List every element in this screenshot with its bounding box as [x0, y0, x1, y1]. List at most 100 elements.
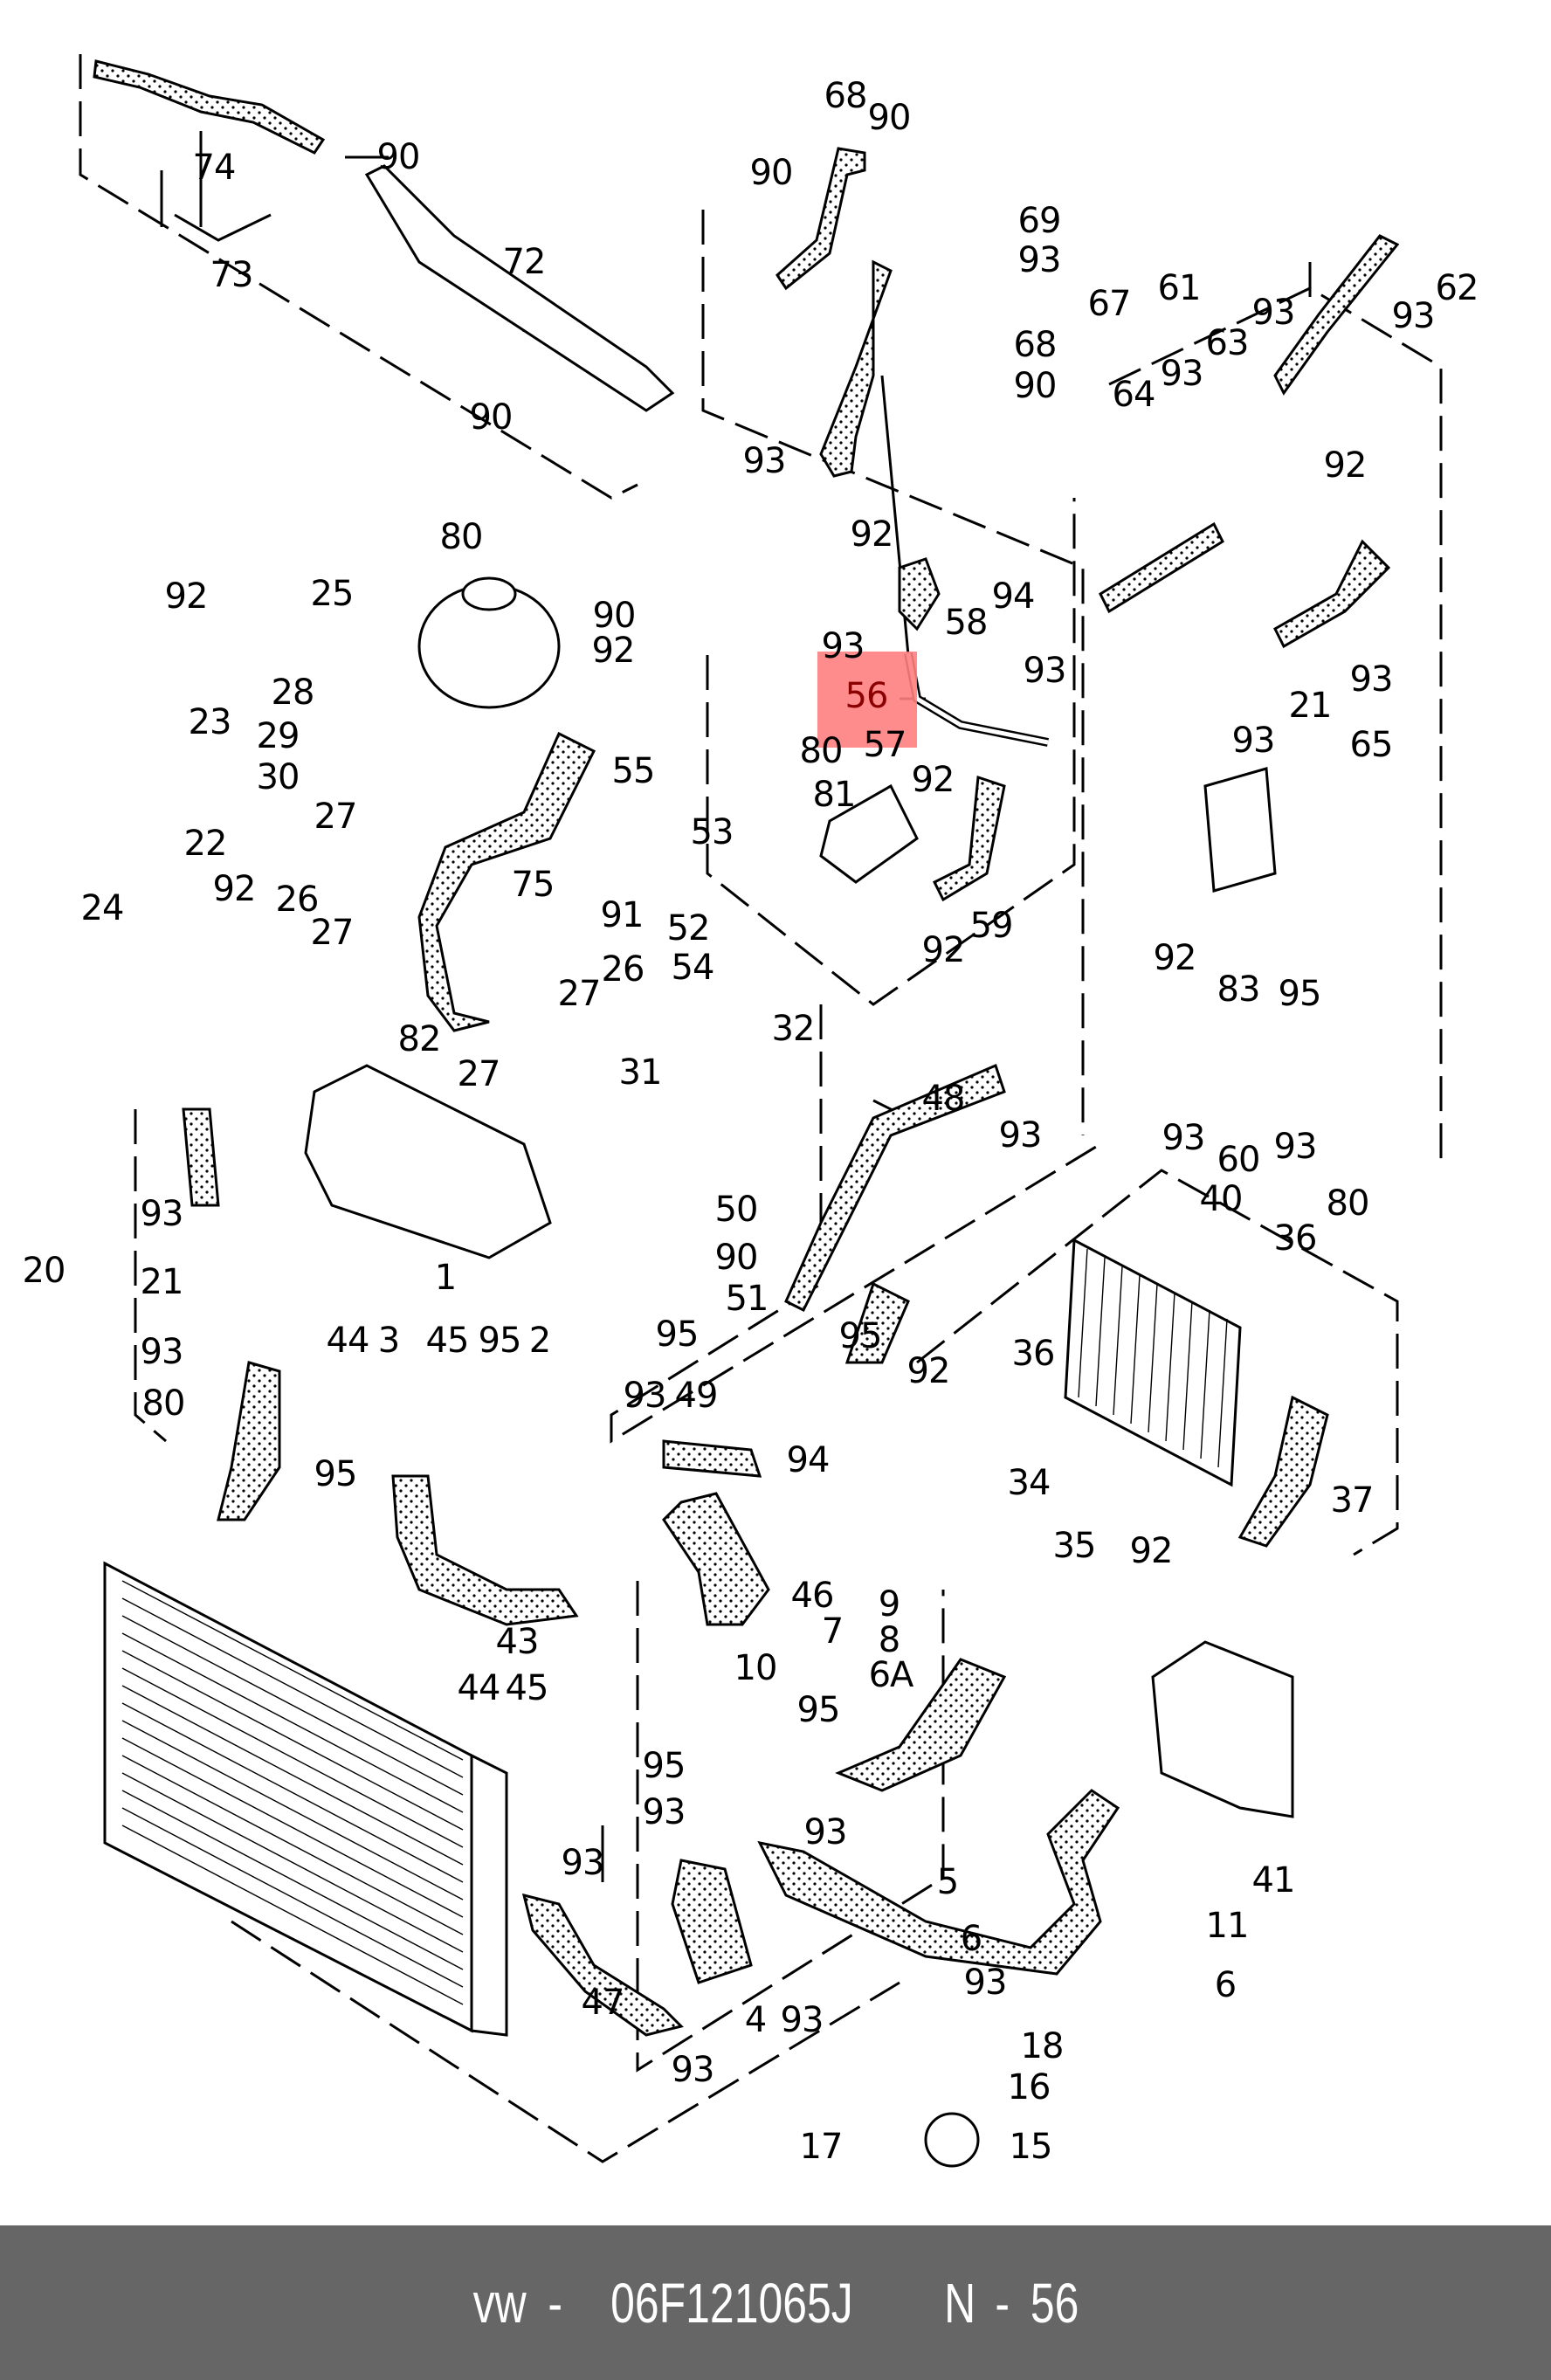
hose-58: [898, 557, 941, 631]
hose-47: [521, 1893, 684, 2037]
callout-83: 83: [1217, 969, 1261, 1010]
callout-93: 93: [1231, 721, 1276, 761]
callout-1: 1: [434, 1258, 457, 1298]
callout-15: 15: [1009, 2127, 1053, 2167]
callout-45: 45: [505, 1668, 549, 1708]
callout-93: 93: [1017, 240, 1062, 280]
callout-95: 95: [314, 1454, 358, 1494]
callout-95: 95: [642, 1746, 686, 1786]
callout-41: 41: [1251, 1860, 1296, 1901]
callout-56-highlighted: 56: [844, 676, 889, 716]
callout-93: 93: [140, 1194, 184, 1234]
hose-68: [776, 147, 866, 291]
callout-93: 93: [998, 1115, 1043, 1156]
callout-90: 90: [749, 153, 794, 193]
callout-93: 93: [780, 2000, 824, 2040]
callout-67: 67: [1087, 284, 1132, 324]
group-outline-20: [134, 1109, 167, 1443]
callout-93: 93: [561, 1843, 605, 1883]
callout-65: 65: [1349, 725, 1394, 765]
callout-62: 62: [1435, 268, 1479, 308]
hose-49: [662, 1439, 762, 1478]
callout-61: 61: [1157, 268, 1202, 308]
callout-91: 91: [600, 895, 645, 935]
hose-67: [819, 259, 893, 478]
callout-93: 93: [140, 1332, 184, 1372]
callout-92: 92: [850, 514, 894, 555]
group-outline-61: [1108, 286, 1443, 1162]
callout-6A: 6A: [868, 1655, 914, 1695]
callout-16: 16: [1007, 2067, 1051, 2108]
callout-36: 36: [1273, 1218, 1318, 1259]
callout-93: 93: [623, 1376, 667, 1416]
group-outline-radiator: [231, 1920, 900, 2163]
exploded-parts-diagram: 90 74 73 72 90 68 90 90 69 93 67 68 90 9…: [22, 54, 1479, 2168]
part-number: 06F121065J: [610, 2271, 854, 2335]
callout-23: 23: [188, 702, 232, 742]
callout-25: 25: [310, 574, 355, 614]
hose-5: [757, 1789, 1120, 1976]
callout-95: 95: [478, 1321, 522, 1361]
turbocharger-82: [304, 1064, 552, 1259]
ref-number: 56: [1030, 2271, 1079, 2335]
callout-92: 92: [1129, 1531, 1174, 1571]
hose-21-lower: [217, 1361, 281, 1521]
callout-51: 51: [725, 1279, 769, 1319]
callout-73: 73: [210, 255, 254, 295]
callout-29: 29: [256, 716, 300, 756]
callout-57: 57: [863, 725, 907, 765]
callout-90: 90: [867, 98, 912, 138]
callout-90: 90: [1013, 366, 1058, 406]
callout-17: 17: [799, 2127, 844, 2167]
radiator-side-tank: [470, 1753, 508, 2037]
callout-93: 93: [963, 1963, 1008, 2003]
callout-36: 36: [1011, 1334, 1056, 1374]
callout-95: 95: [1278, 974, 1322, 1014]
callout-3: 3: [377, 1321, 400, 1361]
group-outline-center: [706, 498, 1076, 1006]
callout-92: 92: [591, 631, 636, 671]
callout-8: 8: [878, 1620, 900, 1660]
callout-46: 46: [790, 1576, 835, 1616]
group-outline-73: [79, 54, 638, 500]
callout-74: 74: [192, 148, 237, 188]
callout-20: 20: [22, 1251, 66, 1291]
air-duct-41: [1151, 1640, 1294, 1818]
callout-35: 35: [1052, 1526, 1097, 1566]
callout-26: 26: [601, 949, 645, 990]
callout-54: 54: [671, 948, 715, 988]
callout-92: 92: [911, 760, 955, 800]
callout-22: 22: [183, 824, 228, 864]
hose-65-right: [1273, 539, 1391, 649]
callout-27: 27: [557, 974, 602, 1014]
highlight-box: [817, 652, 917, 748]
callout-92: 92: [906, 1351, 951, 1391]
fuel-rail-72: [364, 164, 675, 412]
callout-93: 93: [821, 626, 865, 666]
oil-cooler-81: [819, 783, 919, 884]
hose-48: [844, 1281, 910, 1364]
callout-28: 28: [271, 673, 315, 713]
callout-95: 95: [838, 1316, 883, 1356]
callout-68: 68: [824, 76, 868, 116]
callout-92: 92: [164, 576, 209, 617]
group-outline-charge: [610, 1004, 1101, 1444]
callout-27: 27: [314, 797, 358, 837]
callout-92: 92: [1153, 938, 1197, 978]
callout-60: 60: [1217, 1140, 1261, 1180]
group-outline-cooler: [916, 1169, 1399, 1556]
radiator-80: [103, 1561, 473, 2033]
callout-95: 95: [655, 1314, 700, 1355]
hose-6-main: [835, 1658, 1007, 1792]
callout-44: 44: [457, 1668, 501, 1708]
callout-53: 53: [690, 812, 734, 852]
callout-93: 93: [1160, 354, 1204, 394]
cooler-83: [1203, 767, 1277, 893]
callout-49: 49: [674, 1376, 719, 1416]
callout-10: 10: [734, 1648, 778, 1688]
callout-90: 90: [592, 596, 637, 636]
callout-93: 93: [642, 1792, 686, 1832]
callout-93: 93: [1251, 293, 1296, 333]
callout-93: 93: [803, 1812, 848, 1852]
callout-18: 18: [1020, 2026, 1065, 2066]
